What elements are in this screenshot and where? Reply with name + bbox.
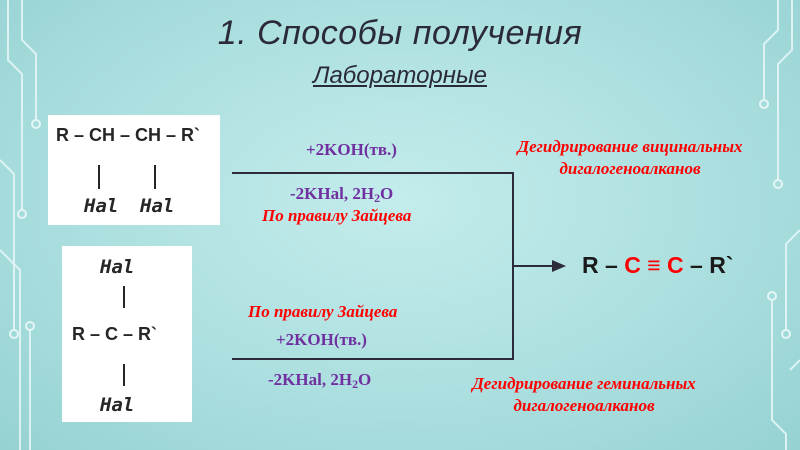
bottom-zaitsev-rule: По правилу Зайцева — [248, 302, 398, 321]
bottom-reaction-line — [232, 358, 513, 360]
top-byproduct: -2KHal, 2H2O — [290, 184, 394, 205]
geminal-hal-top: Hal — [100, 256, 135, 278]
top-description-line2: дигалогеноалканов — [559, 159, 701, 178]
vicinal-hal-left: Hal — [84, 195, 119, 217]
top-description-line1: Дегидрирование вицинальных — [517, 137, 743, 156]
geminal-dihaloalkane-formula: Hal R – C – R` Hal — [62, 246, 192, 422]
top-reagent: +2KOH(тв.) — [306, 140, 397, 159]
geminal-hal-bottom: Hal — [100, 394, 135, 416]
arrow-shaft — [512, 265, 554, 267]
vicinal-dihaloalkane-formula: R – CH – CH – R` Hal Hal — [48, 115, 220, 225]
geminal-formula-main: R – C – R` — [72, 324, 158, 344]
vicinal-bond-left — [98, 165, 100, 189]
geminal-bond-top — [123, 286, 125, 308]
vicinal-hal-right: Hal — [140, 195, 175, 217]
product-alkyne-formula: R – C ≡ C – R` — [582, 252, 734, 278]
page-title: 1. Способы получения — [217, 14, 583, 52]
bottom-description-line2: дигалогеноалканов — [513, 396, 655, 415]
bottom-byproduct: -2KHal, 2H2O — [268, 370, 372, 391]
top-reaction-line — [232, 172, 513, 174]
page-subtitle: Лабораторные — [313, 62, 487, 89]
vicinal-formula-main: R – CH – CH – R` — [56, 125, 201, 145]
geminal-bond-bottom — [123, 364, 125, 386]
bottom-description-line1: Дегидрирование геминальных — [472, 374, 696, 393]
bottom-reagent: +2KOH(тв.) — [276, 330, 367, 349]
arrow-head-icon — [552, 260, 566, 272]
vicinal-bond-right — [154, 165, 156, 189]
top-zaitsev-rule: По правилу Зайцева — [262, 206, 412, 225]
